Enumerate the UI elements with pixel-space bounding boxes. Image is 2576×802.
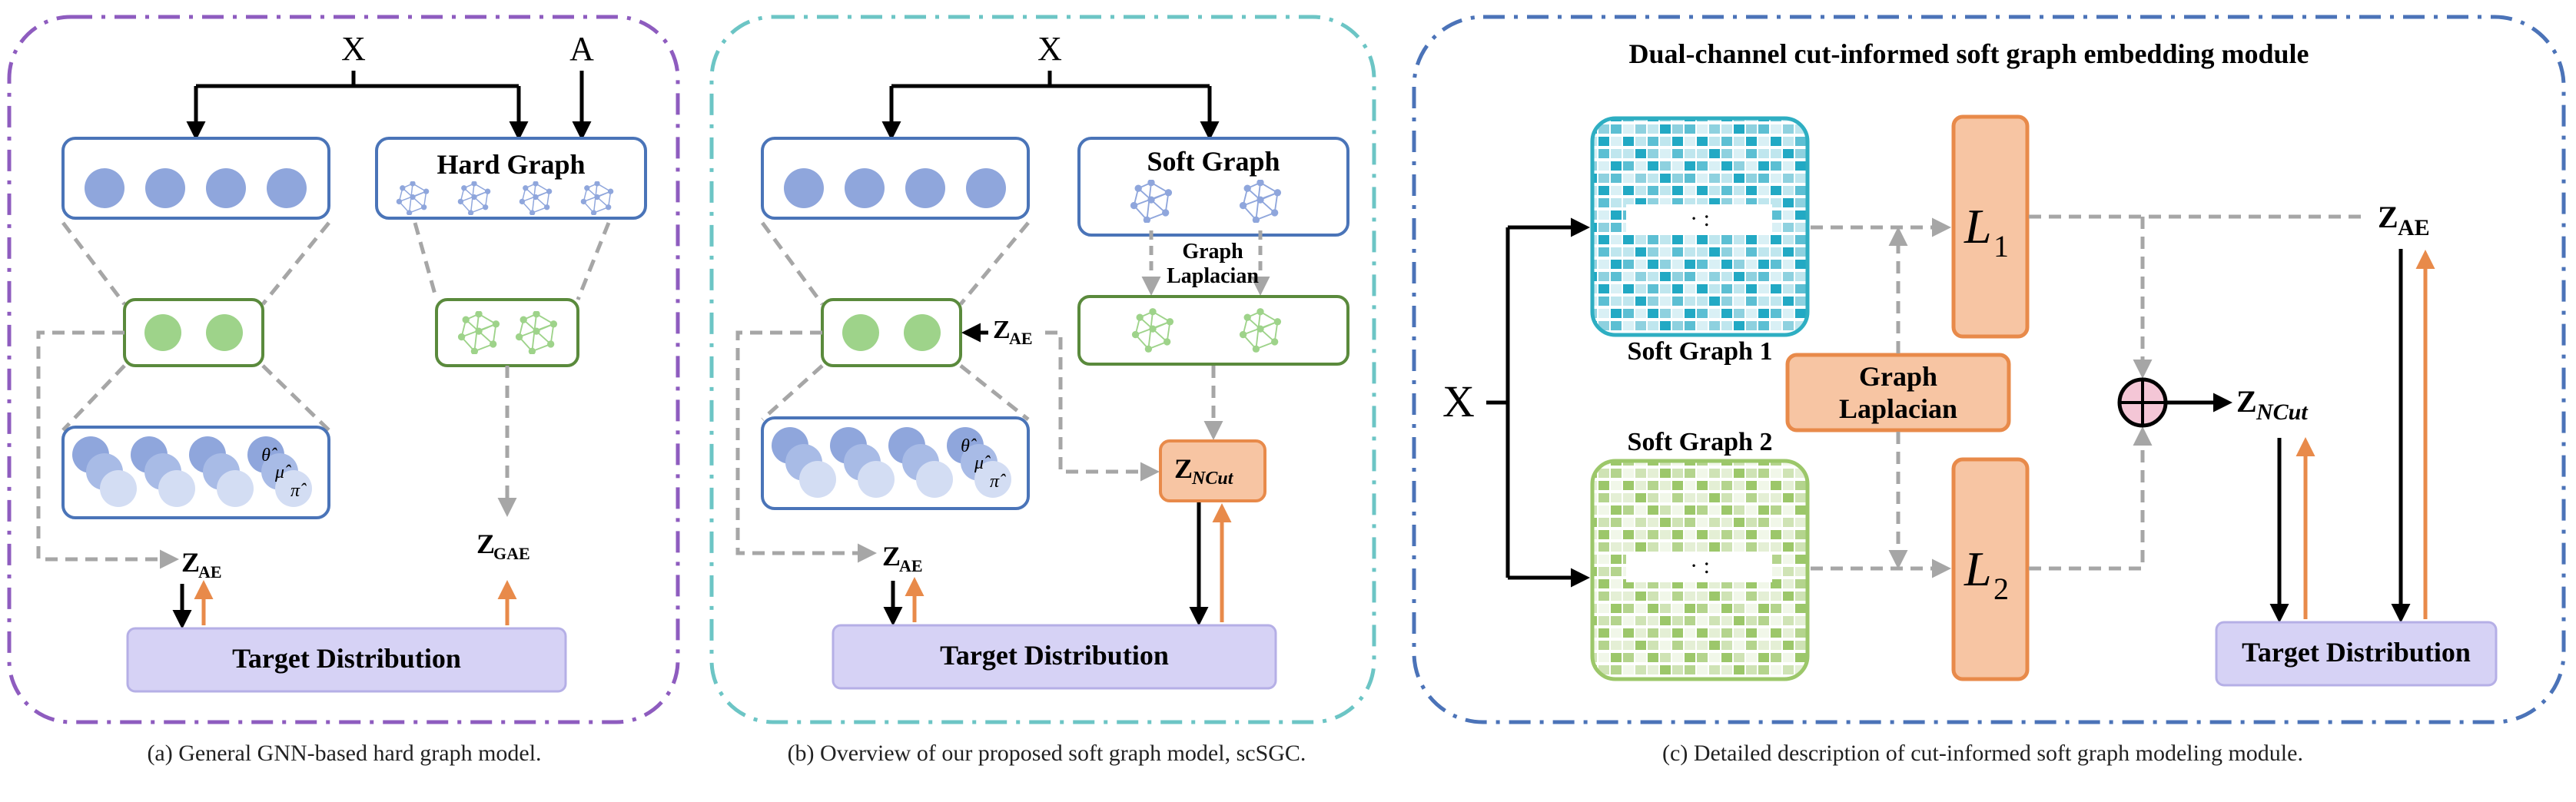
svg-text:AE: AE: [1009, 329, 1033, 348]
panel-c-graph-word: Graph: [1859, 361, 1937, 392]
panel-a-z-gae: Z GAE: [476, 529, 530, 563]
svg-text:L: L: [1964, 199, 1992, 254]
panel-c-frame: [1412, 15, 2566, 724]
panel-c-z-ae: Z AE: [2378, 200, 2430, 240]
panel-b-x-split-arrow: [891, 71, 1210, 88]
panel-b-input-nodes: [784, 168, 1006, 208]
panel-b-decoder-nodes: [772, 427, 1011, 498]
panel-a-input-a: A: [569, 30, 594, 68]
panel-b-latent-to-zae: [735, 330, 877, 563]
panel-a-frame: [7, 15, 680, 724]
svg-text:Z: Z: [2236, 384, 2257, 419]
panel-a-target-label: Target Distribution: [232, 643, 461, 674]
panel-c-l1-box: [1951, 114, 2030, 339]
panel-a-target-box: [126, 627, 567, 693]
svg-text:2: 2: [1993, 572, 2009, 606]
svg-text:Z: Z: [882, 541, 901, 572]
panel-b-zncut-box: [1159, 439, 1266, 502]
svg-text:Z: Z: [993, 316, 1011, 344]
panel-b-funnel-lines: [760, 221, 1030, 421]
panel-c-l1-label: L 1: [1964, 199, 2009, 263]
svg-text:AE: AE: [899, 556, 923, 575]
panel-c-x-split: [1486, 227, 1510, 578]
panel-a-input-x: X: [341, 30, 366, 68]
svg-text:1: 1: [1993, 229, 2009, 263]
svg-text:Z: Z: [476, 529, 495, 559]
panel-c-sum-icon: [2117, 377, 2168, 428]
panel-a-latent-to-zae: [36, 330, 179, 569]
svg-text:AE: AE: [198, 562, 222, 582]
svg-text:NCut: NCut: [1191, 469, 1234, 489]
svg-text:NCut: NCut: [2256, 399, 2309, 425]
panel-a-z-ae: Z AE: [181, 547, 222, 582]
panel-a-gnn-latent-box: [435, 298, 579, 367]
panel-a-x-split-arrow: [194, 71, 519, 137]
panel-b-target-label: Target Distribution: [940, 640, 1169, 671]
panel-b-input-x: X: [1037, 30, 1062, 68]
svg-text:L: L: [1964, 542, 1992, 596]
panel-c-sg1-gap: [1626, 204, 1772, 235]
svg-text:Z: Z: [2378, 200, 2398, 234]
panel-b-soft-graph-label: Soft Graph: [1147, 146, 1280, 177]
panel-a-input-nodes: [85, 168, 307, 208]
panel-b-graph-word: Graph: [1182, 240, 1243, 263]
panel-c-caption: (c) Detailed description of cut-informed…: [1662, 741, 2303, 766]
panel-b-target-box: [832, 624, 1277, 690]
svg-text:GAE: GAE: [493, 544, 530, 563]
panel-c-title: Dual-channel cut-informed soft graph emb…: [1628, 38, 2309, 69]
panel-a-hard-graph-label: Hard Graph: [437, 149, 585, 180]
panel-a-hard-graph-box: [375, 137, 647, 220]
panel-b-z-ae: Z AE: [882, 541, 923, 575]
panel-c-target-label: Target Distribution: [2242, 637, 2471, 668]
panel-b-laplacian-graph-box: [1077, 295, 1349, 366]
panel-b-laplacian-word: Laplacian: [1167, 264, 1259, 288]
svg-text:Z: Z: [181, 547, 200, 578]
svg-text:AE: AE: [2398, 215, 2430, 240]
panel-c-laplacian-box: [1785, 353, 2011, 432]
panel-c-soft-graph-1-label: Soft Graph 1: [1628, 337, 1773, 366]
panel-c-z-ncut: Z NCut: [2236, 384, 2309, 425]
panel-a-input-node-box: [61, 137, 330, 220]
panel-c-sg2-dots: · :: [1690, 553, 1710, 578]
panel-a-latent-nodes: [144, 314, 243, 351]
panel-c-laplacian-word: Laplacian: [1839, 393, 1957, 424]
panel-c-input-x: X: [1442, 376, 1475, 426]
panel-c-sg1-dots: · :: [1690, 206, 1710, 231]
panel-b-caption: (b) Overview of our proposed soft graph …: [788, 741, 1306, 766]
panel-c-soft-graph-2-label: Soft Graph 2: [1628, 428, 1773, 456]
panel-b-z-ae-side: Z AE: [993, 316, 1033, 348]
panel-b-input-node-box: [761, 137, 1030, 220]
svg-text:Z: Z: [1174, 453, 1193, 484]
panel-b-soft-graph-box: [1077, 137, 1349, 237]
panel-b-z-ncut: Z NCut: [1174, 453, 1234, 489]
panel-a: X A Hard Graph: [7, 15, 680, 766]
panel-b: X Soft Graph Graph Laplacian Z AE: [709, 15, 1376, 766]
panel-c-l2-label: L 2: [1964, 542, 2009, 606]
panel-a-decoder-nodes: [72, 436, 312, 507]
panel-a-caption: (a) General GNN-based hard graph model.: [147, 741, 541, 766]
panel-c-target-box: [2215, 621, 2498, 687]
panel-c: Dual-channel cut-informed soft graph emb…: [1412, 15, 2566, 766]
panel-b-zae-to-zncut: [1045, 330, 1160, 482]
panel-c-l2-box: [1951, 457, 2030, 681]
panel-c-l2-to-sum: [2029, 426, 2153, 571]
panel-c-sg2-gap: [1626, 552, 1772, 582]
panel-b-frame: [709, 15, 1376, 724]
panel-b-latent-nodes: [842, 314, 941, 351]
panel-a-funnel-lines: [61, 221, 611, 432]
